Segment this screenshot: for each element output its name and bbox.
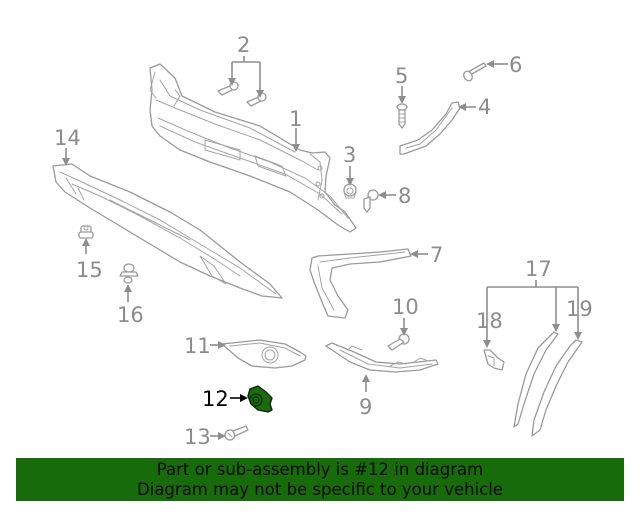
part-6-pin[interactable] [462,62,487,82]
part-14-lower-grille[interactable] [52,163,283,299]
callout-9[interactable]: 9 [359,395,372,419]
part-19-wheel-arch-molding[interactable] [531,339,583,437]
part-13-screw[interactable] [224,425,249,441]
callout-numbers: 1 2 3 4 5 6 7 8 9 10 11 12 13 14 15 16 1… [54,33,593,449]
callout-18[interactable]: 18 [476,309,503,333]
part-9-lower-trim-strip[interactable] [325,342,439,373]
callout-13[interactable]: 13 [184,425,211,449]
part-1-upper-bumper-frame[interactable] [149,63,357,233]
banner-part-line: Part or sub-assembly is #12 in diagram [156,460,484,479]
part-12-highlighted-component[interactable] [247,385,273,413]
part-3-clip[interactable] [343,183,357,199]
callout-4[interactable]: 4 [478,95,491,119]
callout-16[interactable]: 16 [117,303,144,327]
part-15-clip[interactable] [78,225,94,239]
callout-17[interactable]: 17 [525,257,552,281]
part-4-bracket[interactable] [399,101,461,155]
callout-14[interactable]: 14 [54,126,81,150]
part-info-banner: Part or sub-assembly is #12 in diagram D… [16,458,624,501]
callout-7[interactable]: 7 [430,243,443,267]
callout-5[interactable]: 5 [395,64,408,88]
part-5-push-pin[interactable] [396,103,408,129]
banner-disclaimer-line: Diagram may not be specific to your vehi… [137,480,503,499]
callout-19[interactable]: 19 [566,297,593,321]
callout-3[interactable]: 3 [343,143,356,167]
callout-12-selected[interactable]: 12 [202,387,229,411]
part-7-trim-bezel[interactable] [309,248,412,319]
callout-2[interactable]: 2 [237,33,250,57]
part-11-fog-lamp-bezel[interactable] [221,339,307,369]
callout-15[interactable]: 15 [76,258,103,282]
leader-lines [62,56,582,440]
callout-10[interactable]: 10 [392,295,419,319]
part-10-screw[interactable] [387,333,410,351]
part-8-screw[interactable] [363,189,379,213]
callout-8[interactable]: 8 [398,184,411,208]
part-16-clip[interactable] [119,263,139,284]
part-17-wheel-arch-molding[interactable] [513,331,559,428]
callout-11[interactable]: 11 [184,334,211,358]
callout-1[interactable]: 1 [289,107,302,131]
callout-6[interactable]: 6 [509,53,522,77]
part-18-bracket[interactable] [483,349,505,371]
